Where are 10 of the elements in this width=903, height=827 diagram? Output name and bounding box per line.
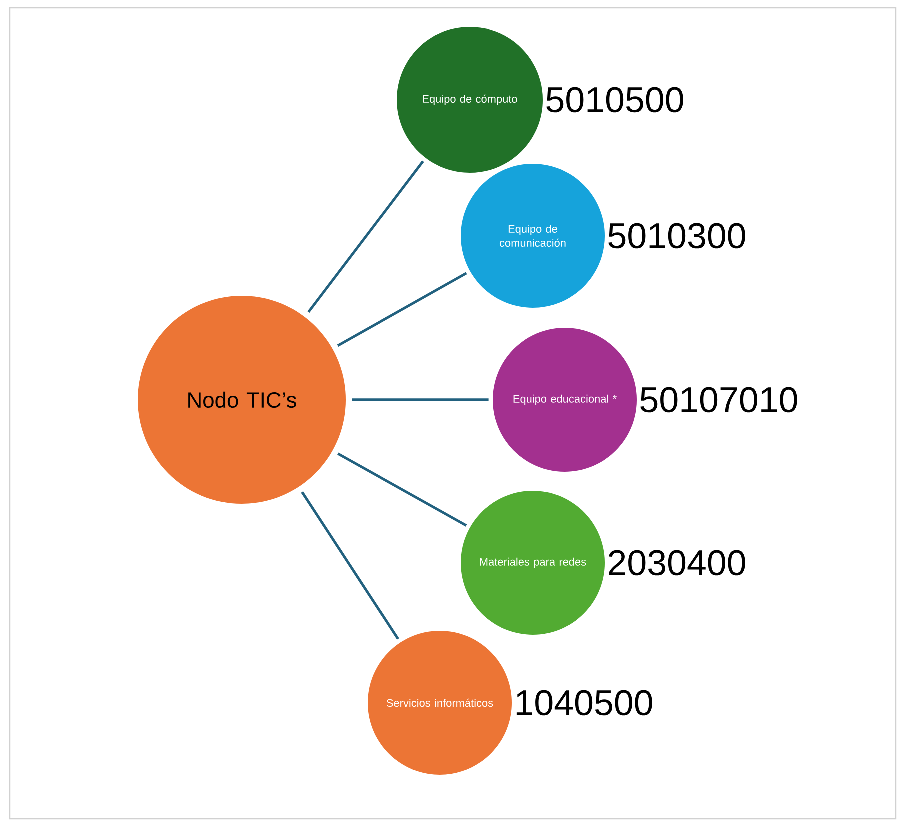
connector-line (308, 160, 424, 314)
code-number: 5010300 (608, 223, 746, 249)
code-number: 1040500 (516, 690, 652, 716)
code-number: 2030400 (609, 550, 746, 576)
connector-line (337, 272, 468, 348)
connector-line (352, 398, 489, 402)
connector-line (301, 492, 400, 640)
connector-line (338, 452, 468, 527)
code-number: 5010500 (546, 87, 684, 113)
code-number: 50107010 (640, 387, 798, 413)
